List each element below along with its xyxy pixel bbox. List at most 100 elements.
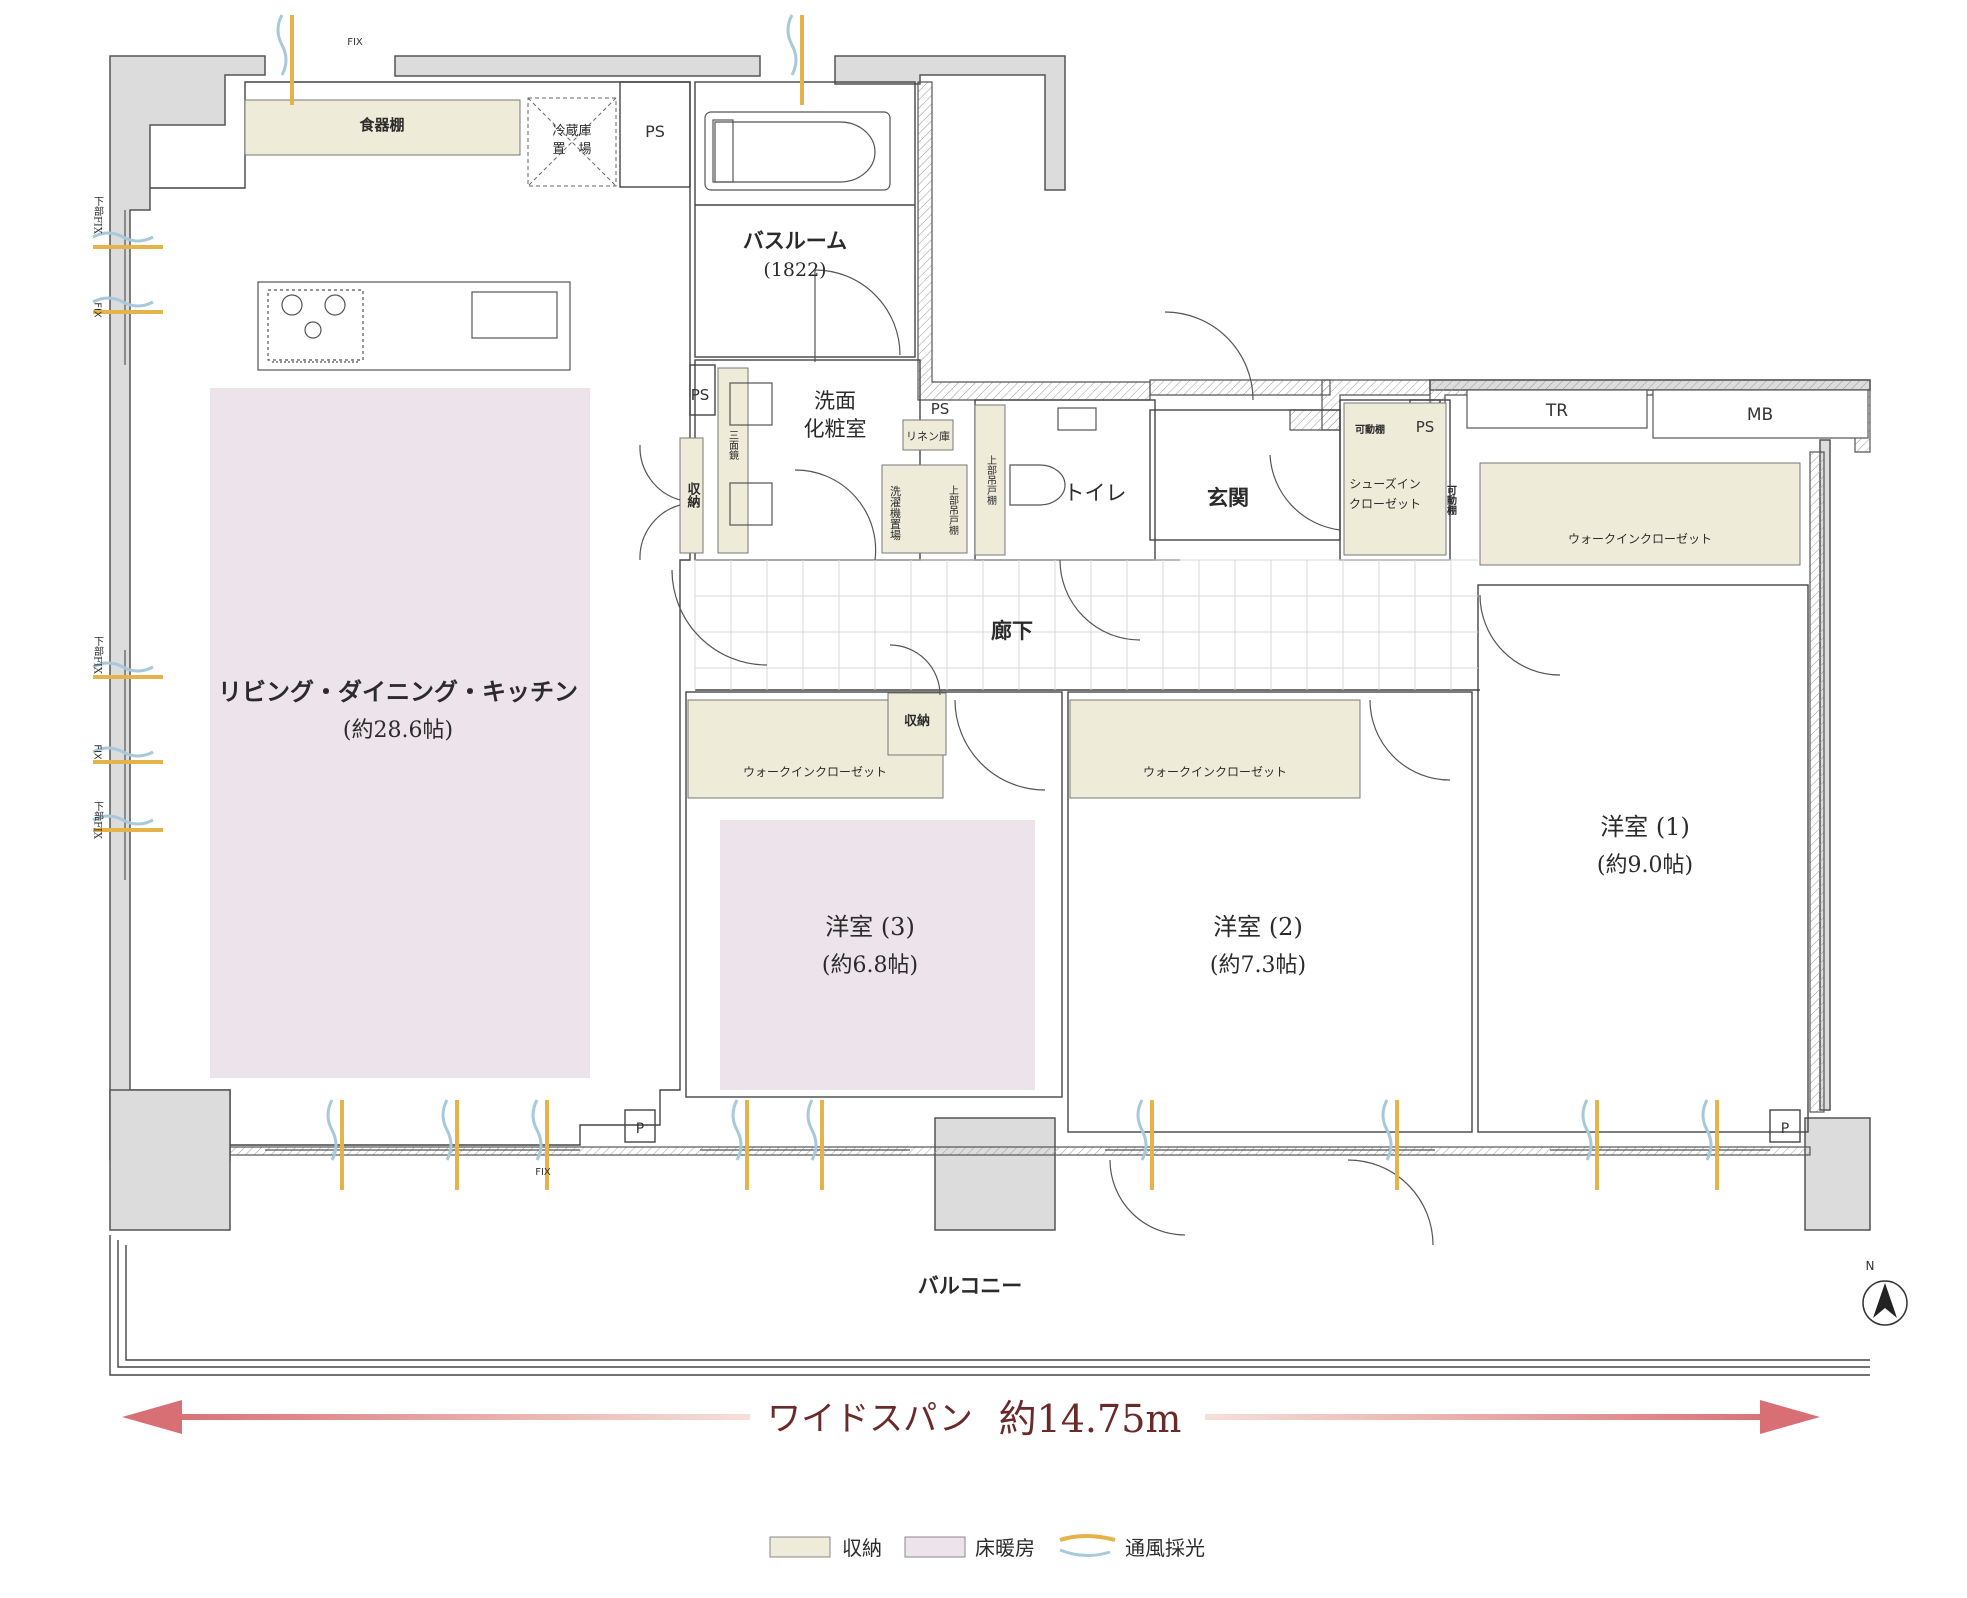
lower-fix-label-1: 下部FIX xyxy=(92,196,104,235)
bath-size: (1822) xyxy=(763,259,826,281)
storage-ldk xyxy=(679,437,704,554)
airflow-wave-blue xyxy=(1701,1099,1713,1161)
storage-room3-label: 収納 xyxy=(904,713,930,729)
airflow-wave-blue xyxy=(276,14,288,76)
wic-room3-label: ウォークインクローゼット xyxy=(743,765,887,779)
ps-label-wash: PS xyxy=(691,386,710,404)
ps-label-kitchen: PS xyxy=(645,122,665,141)
airflow-wave-blue xyxy=(92,231,154,243)
north-label: N xyxy=(1866,1259,1875,1273)
wic-room2-label: ウォークインクローゼット xyxy=(1143,765,1287,779)
fix-label-left-1: FIX xyxy=(92,302,103,318)
room3-size: (約6.8帖) xyxy=(822,953,918,978)
airflow-wave-blue xyxy=(92,814,154,826)
legend-label-storage: 収納 xyxy=(842,1536,882,1560)
legend-swatch-floor-heating xyxy=(904,1536,966,1558)
span-value: 約14.75m xyxy=(999,1397,1182,1441)
airflow-wave-blue xyxy=(786,14,798,76)
airflow-wave-blue xyxy=(92,661,154,673)
meter-boxes xyxy=(1466,389,1869,439)
ps-label-toilet: PS xyxy=(931,400,950,418)
airflow-wave-blue xyxy=(1136,1099,1148,1161)
wic-room2 xyxy=(1069,699,1361,799)
tr-label: TR xyxy=(1545,401,1568,421)
upper-cabinet-toilet-label: 上部吊戸棚 xyxy=(985,455,997,506)
airflow-wave-blue xyxy=(92,296,154,308)
room-labels: リビング・ダイニング・キッチン (約28.6帖) 洋室 (3) (約6.8帖) … xyxy=(218,228,1693,1298)
north-compass-icon: N xyxy=(1862,1259,1908,1326)
linen-area xyxy=(902,419,954,451)
ldk-name: リビング・ダイニング・キッチン xyxy=(218,677,578,706)
storage-areas xyxy=(244,99,1801,799)
wic-room1-label: ウォークインクローゼット xyxy=(1568,532,1712,546)
airflow-wave-blue xyxy=(806,1099,818,1161)
legend-label-airflow: 通風採光 xyxy=(1125,1536,1205,1560)
p-label-2: P xyxy=(1781,1121,1789,1137)
room1-name: 洋室 (1) xyxy=(1600,813,1690,841)
legend-label-floor-heating: 床暖房 xyxy=(975,1536,1035,1560)
legend-swatch-storage xyxy=(769,1536,831,1558)
washer-area xyxy=(881,464,968,554)
shoes-closet-area xyxy=(1343,402,1447,556)
fix-label-left-2: FIX xyxy=(92,744,103,760)
corridor-tile-grid xyxy=(694,559,1478,690)
airflow-wave-blue xyxy=(731,1099,743,1161)
balcony-label: バルコニー xyxy=(918,1273,1023,1298)
legend-airflow-icon xyxy=(1059,1534,1116,1557)
airflow-wave-blue xyxy=(326,1099,338,1161)
window-sashes xyxy=(124,210,1770,1151)
floor-heating-ldk xyxy=(210,388,590,1078)
lower-fix-label-3: 下部FIX xyxy=(92,801,104,840)
mirror-storage-area xyxy=(717,367,749,554)
airflow-marks xyxy=(92,14,1719,1190)
fridge-space xyxy=(527,97,617,187)
span-text: ワイドスパン xyxy=(767,1399,973,1439)
room2-name: 洋室 (2) xyxy=(1213,913,1303,941)
shoes-label-1: シューズイン xyxy=(1349,476,1420,491)
linen-label: リネン庫 xyxy=(906,429,950,443)
stove-burners-icon xyxy=(281,294,346,339)
fridge-label-2: 置 場 xyxy=(552,142,591,157)
mirror-storage-label: 三面鏡 xyxy=(727,430,739,461)
mb-label: MB xyxy=(1747,405,1773,425)
washer-label: 洗濯機置場 xyxy=(889,485,902,541)
ldk-size: (約28.6帖) xyxy=(343,718,453,743)
dish-shelf-area xyxy=(244,99,521,156)
floor-heating-room3 xyxy=(720,820,1035,1090)
upper-cabinet-toilet xyxy=(974,404,1006,556)
washroom-line2: 化粧室 xyxy=(804,417,867,441)
washroom-line1: 洗面 xyxy=(814,389,856,413)
lower-fix-label-2: 下部FIX xyxy=(92,636,104,675)
airflow-wave-blue xyxy=(1381,1099,1393,1161)
kitchen-counter xyxy=(257,281,571,371)
hatched-walls xyxy=(229,81,1871,1156)
room2-size: (約7.3帖) xyxy=(1210,953,1306,978)
upper-cabinet-wash-label: 上部吊戸棚 xyxy=(947,485,959,536)
outer-walls xyxy=(109,55,1871,1231)
room1-size: (約9.0帖) xyxy=(1597,853,1693,878)
fix-label-top: FIX xyxy=(347,37,363,48)
shoes-label-2: クローゼット xyxy=(1349,497,1421,511)
wide-span-arrow xyxy=(122,1400,1820,1434)
legend: 収納 床暖房 通風採光 xyxy=(769,1534,1205,1560)
ps-label-shoes: PS xyxy=(1416,418,1435,436)
airflow-wave-blue xyxy=(441,1099,453,1161)
fixture-labels: 食器棚 冷蔵庫 置 場 PS PS PS PS リネン庫 洗濯機置場 三面鏡 上… xyxy=(92,37,1790,1178)
fix-label-bottom: FIX xyxy=(535,1167,551,1178)
storage-room3 xyxy=(887,692,947,756)
toilet-label: トイレ xyxy=(1064,481,1127,505)
p-label-1: P xyxy=(636,1121,644,1137)
wic-room1 xyxy=(1479,462,1801,566)
airflow-wave-blue xyxy=(1581,1099,1593,1161)
entrance-label: 玄関 xyxy=(1207,485,1249,510)
toilet-fixture xyxy=(1009,407,1097,506)
corridor-label: 廊下 xyxy=(991,618,1033,643)
room3-name: 洋室 (3) xyxy=(825,913,915,941)
airflow-wave-blue xyxy=(531,1099,543,1161)
storage-ldk-label: 収納 xyxy=(685,482,701,509)
vanity-sinks xyxy=(729,382,773,526)
bathtub xyxy=(704,111,891,191)
movable-shelf-label-2: 可動棚 xyxy=(1445,485,1457,516)
movable-shelf-label-1: 可動棚 xyxy=(1355,423,1385,436)
